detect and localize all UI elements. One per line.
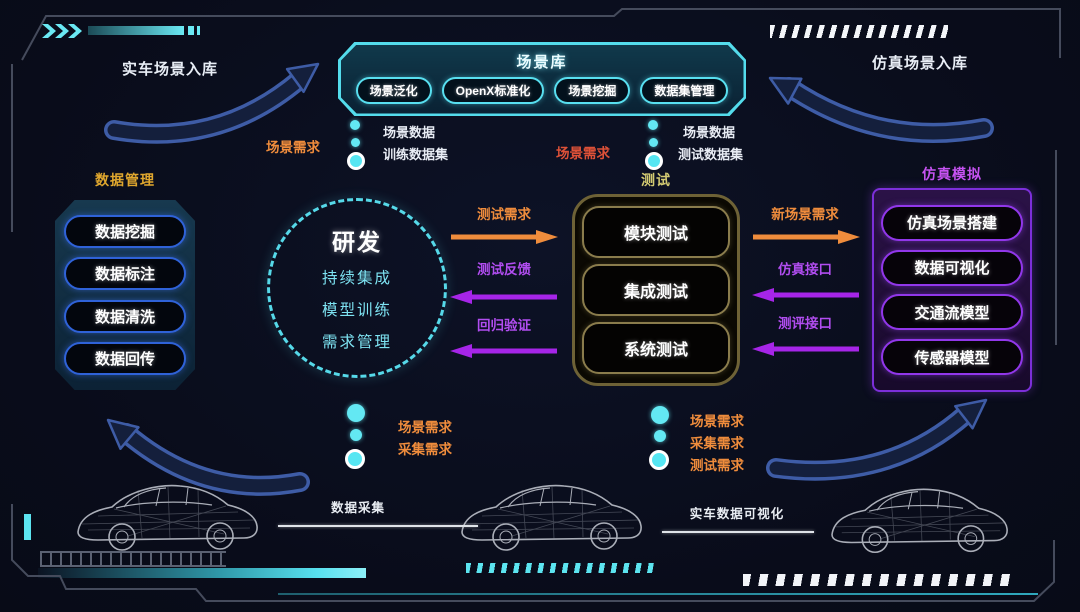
arrow-label-new-scenario: 新场景需求 [771,207,839,222]
bm-demand-2: 采集需求 [690,436,744,451]
ring-dot [649,450,669,470]
train-dataset-label: 训练数据集 [383,147,449,162]
orange-right-arrow [753,230,860,244]
simulation-box: 仿真场景搭建 数据可视化 交通流模型 传感器模型 [872,188,1032,392]
real-car-viz-caption: 实车数据可视化 [689,507,785,521]
testing-label: 测试 [641,172,671,188]
scenario-library-box: 场景库 场景泛化 OpenX标准化 场景挖掘 数据集管理 [338,42,746,116]
dev-circle: 研发 持续集成 模型训练 需求管理 [267,198,447,378]
arrow-label-eval-interface: 测评接口 [778,316,832,331]
scenario-pill-mining[interactable]: 场景挖掘 [554,76,631,104]
swoosh-head-bottom-right [954,398,988,430]
swoosh-head-top-right [768,76,803,105]
cyan-slash-row-bottom [466,563,656,573]
simulation-label: 仿真模拟 [922,166,982,182]
bm-demand-3: 测试需求 [690,458,744,473]
dot [350,120,360,130]
swoosh-head-top-left [285,62,320,94]
real-car-inflow-label: 实车场景入库 [121,61,218,78]
sim-pill-sensor-model[interactable]: 传感器模型 [881,339,1023,376]
dev-item-requirements: 需求管理 [321,334,392,351]
purple-left-arrow [450,290,557,304]
train-demand-label: 场景需求 [266,140,320,155]
dot [648,120,658,130]
dot [654,430,666,442]
testing-box: 模块测试 集成测试 系统测试 [572,194,740,386]
bl-demand-1: 场景需求 [398,420,452,435]
data-management-box: 数据挖掘 数据标注 数据清洗 数据回传 [55,200,195,390]
sim-pill-visualization[interactable]: 数据可视化 [881,249,1023,286]
scenario-pill-openx[interactable]: OpenX标准化 [441,76,545,104]
bm-demand-1: 场景需求 [690,414,744,429]
test-pill-module[interactable]: 模块测试 [582,206,730,258]
bl-demand-2: 采集需求 [398,442,452,457]
dm-pill-annotation[interactable]: 数据标注 [64,257,186,291]
chevrons-icon [42,24,82,38]
sim-pill-traffic-model[interactable]: 交通流模型 [881,294,1023,331]
dot [350,429,362,441]
ring-dot [345,449,365,469]
scenario-library-title: 场景库 [516,53,568,71]
dev-title: 研发 [332,229,382,255]
purple-left-arrow [752,288,859,302]
dm-pill-upload[interactable]: 数据回传 [64,341,186,375]
arrow-label-test-feedback: 测试反馈 [477,262,531,277]
dot [351,138,360,147]
test-dataset-label: 测试数据集 [678,147,744,162]
data-management-label: 数据管理 [95,172,155,188]
scenario-pill-dataset-mgmt[interactable]: 数据集管理 [640,76,729,104]
swoosh-head-bottom-left [106,418,140,450]
left-edge-accent [24,514,31,540]
caption-underline [278,525,478,527]
ring-dot [645,152,663,170]
purple-left-arrow [752,342,859,356]
car-wireframe-icon [831,488,1008,554]
car-wireframe-icon [461,484,642,551]
gradient-bar-bottom-left [38,568,366,578]
dm-pill-mining[interactable]: 数据挖掘 [64,215,186,249]
orange-right-arrow [451,230,558,244]
ring-dot [347,152,365,170]
test-demand-label: 场景需求 [556,146,610,161]
dm-pill-cleaning[interactable]: 数据清洗 [64,299,186,333]
data-collection-caption: 数据采集 [330,501,385,515]
dot [347,404,365,422]
purple-left-arrow [450,344,557,358]
arrow-label-regression: 回归验证 [477,318,531,333]
dot [651,406,669,424]
car-wireframe-icon [77,484,258,551]
squares-row-bottom-left [40,551,226,567]
dev-item-ci: 持续集成 [321,270,392,287]
test-pill-system[interactable]: 系统测试 [582,322,730,374]
test-data-label: 场景数据 [683,125,736,140]
test-pill-integration[interactable]: 集成测试 [582,264,730,316]
train-data-label: 场景数据 [383,125,436,140]
arrow-label-sim-interface: 仿真接口 [778,262,832,277]
teal-baseline [278,593,1038,595]
dot [649,138,658,147]
dev-item-training: 模型训练 [321,302,392,319]
scenario-pill-generalization[interactable]: 场景泛化 [355,76,432,104]
white-slash-row-bottom-right [743,574,1013,586]
sim-pill-scene-build[interactable]: 仿真场景搭建 [881,204,1023,241]
arrow-label-test-demand: 测试需求 [477,207,531,222]
sim-inflow-label: 仿真场景入库 [871,55,968,72]
dash-row-top-right [770,25,948,38]
caption-underline [662,531,814,533]
